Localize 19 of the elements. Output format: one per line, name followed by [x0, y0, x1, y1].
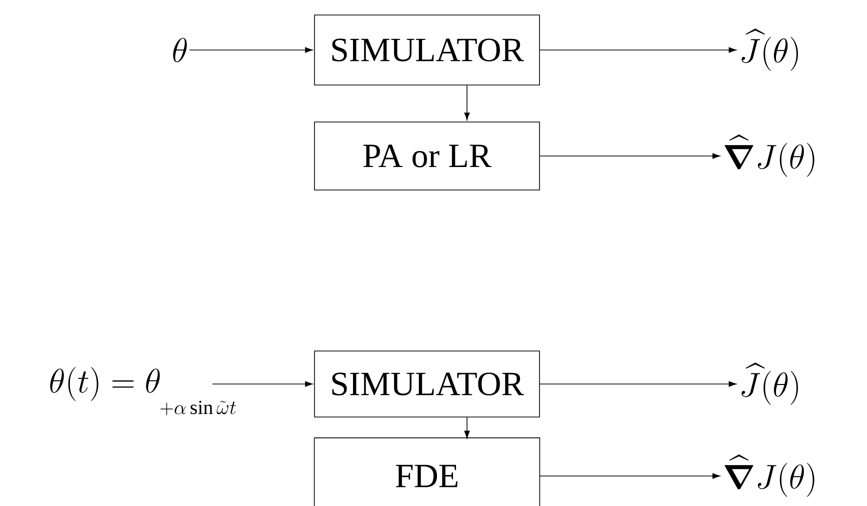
process-box: SIMULATOR: [314, 14, 540, 86]
math-label: $\widehat{\boldsymbol{\nabla}} J(\theta)$: [724, 454, 814, 497]
math-label: $\theta(t) = \theta$: [50, 367, 160, 401]
arrow: [539, 473, 720, 479]
process-box: PA or LR: [314, 122, 540, 190]
arrow: [212, 381, 313, 387]
arrow: [189, 47, 313, 53]
arrow: [540, 153, 720, 159]
process-box: FDE: [314, 437, 540, 506]
arrow: [464, 85, 470, 120]
arrow: [540, 381, 736, 387]
math-label: $\widehat{J}(\theta)$: [742, 28, 798, 71]
math-label: $+\alpha \sin \tilde{\omega} t$: [160, 400, 236, 416]
math-label: $\theta$: [173, 38, 187, 62]
process-box: SIMULATOR: [314, 350, 540, 418]
math-label: $\widehat{J}(\theta)$: [742, 362, 798, 405]
arrow: [540, 47, 736, 53]
math-label: $\widehat{\boldsymbol{\nabla}} J(\theta)$: [724, 134, 814, 177]
arrow: [464, 417, 470, 438]
